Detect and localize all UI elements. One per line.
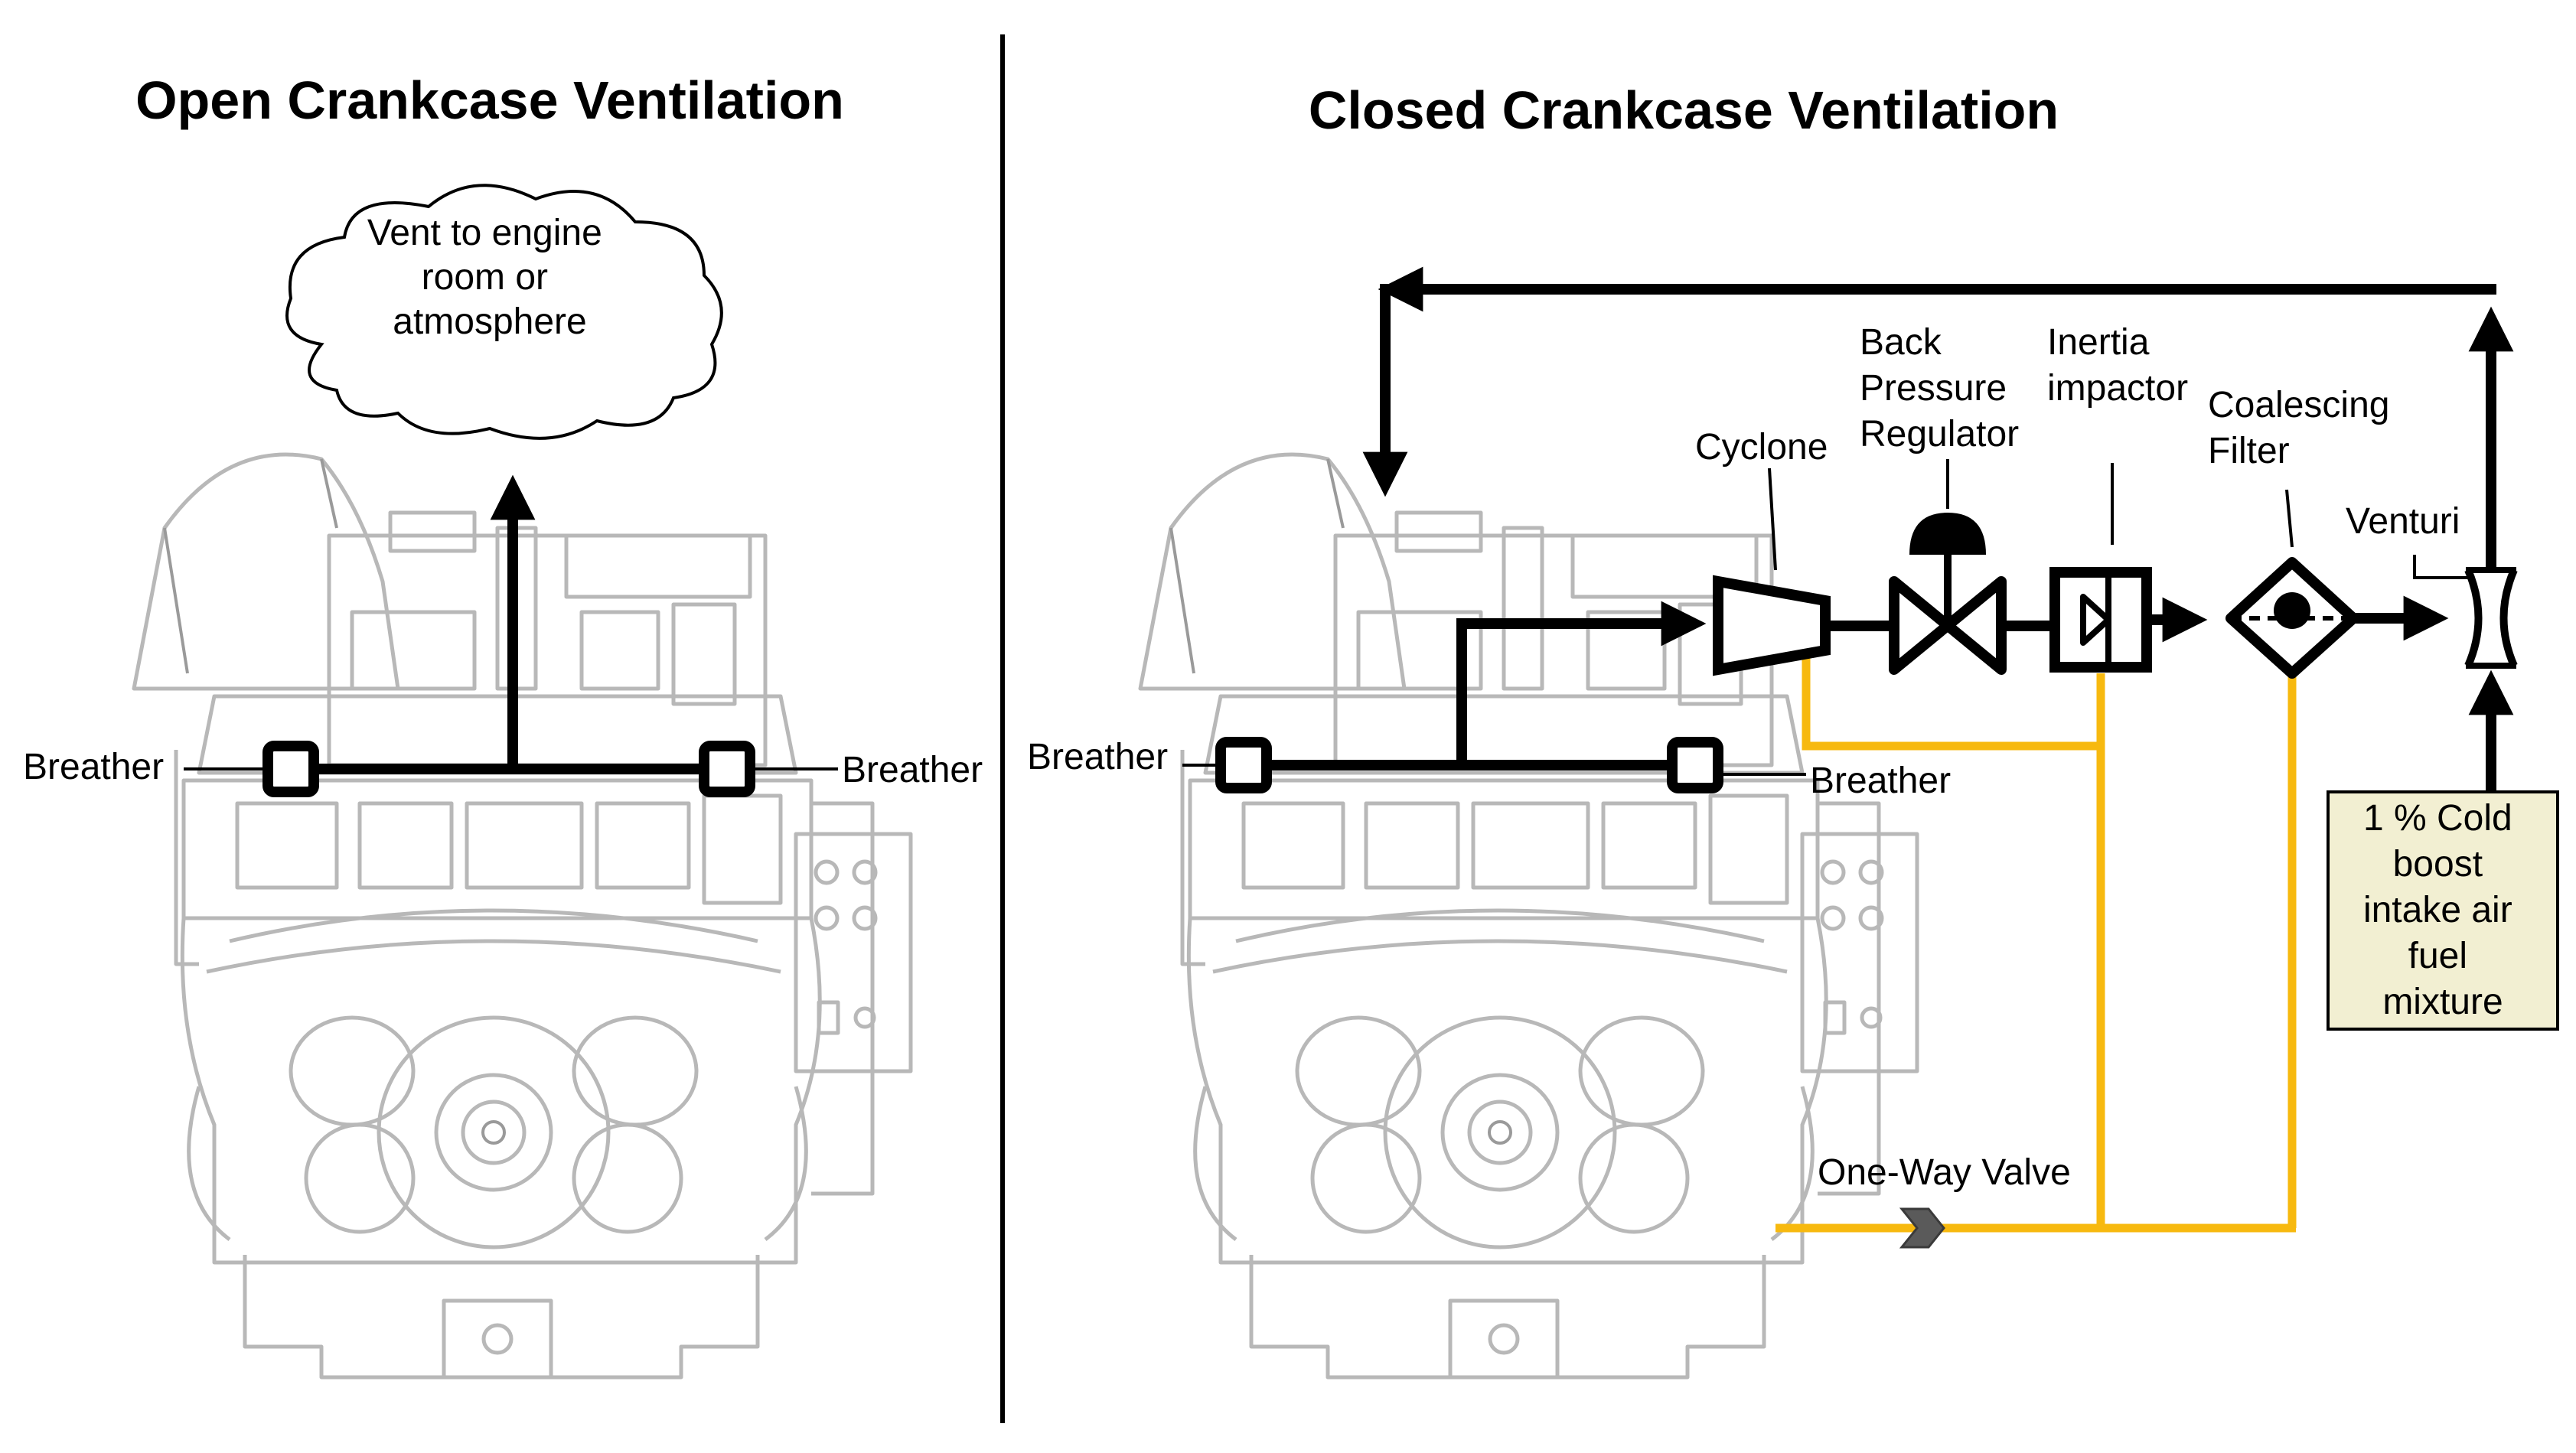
boost-line-5: mixture bbox=[2382, 982, 2503, 1022]
closed-breather-right-icon bbox=[1667, 737, 1723, 793]
cloud-line-2: room or bbox=[422, 257, 548, 298]
filter-leader bbox=[2285, 489, 2294, 548]
cloud-text: Vent to engine room or atmosphere bbox=[367, 213, 612, 342]
cyclone-icon bbox=[1713, 575, 1831, 676]
coalescing-filter-icon bbox=[2225, 557, 2359, 679]
boost-line-1: 1 % Cold bbox=[2363, 798, 2512, 839]
impactor-label-line-1: Inertia bbox=[2047, 322, 2150, 363]
one-way-valve-label: One-Way Valve bbox=[1818, 1152, 2071, 1193]
open-ventilation-panel: Open Crankcase Ventilation Vent to engin… bbox=[23, 70, 983, 1377]
regulator-label-line-3: Regulator bbox=[1860, 414, 2019, 454]
filter-label-line-1: Coalescing bbox=[2208, 385, 2389, 425]
cloud-line-3: atmosphere bbox=[393, 301, 586, 342]
back-pressure-regulator-icon bbox=[1889, 513, 2007, 675]
closed-breather-right-label: Breather bbox=[1810, 761, 1951, 801]
closed-breather-left-label: Breather bbox=[1027, 737, 1168, 777]
boost-mixture-box bbox=[2327, 790, 2559, 1031]
venturi-leader bbox=[2413, 555, 2472, 579]
cyclone-leader bbox=[1768, 468, 1777, 571]
boost-line-4: fuel bbox=[2408, 936, 2467, 976]
one-way-valve-icon bbox=[1899, 1207, 1945, 1249]
flow-to-cyclone-arrow bbox=[1456, 601, 1707, 770]
breather-left-label: Breather bbox=[23, 747, 164, 787]
impactor-label: Inertia impactor bbox=[2047, 322, 2188, 409]
boost-mixture-text: 1 % Cold boost intake air fuel mixture bbox=[2363, 798, 2522, 1022]
open-ventilation-title: Open Crankcase Ventilation bbox=[135, 70, 844, 130]
breather-right-label: Breather bbox=[842, 750, 983, 790]
closed-breather-left-icon bbox=[1215, 737, 1272, 793]
boost-line-2: boost bbox=[2393, 844, 2483, 885]
breather-left-icon bbox=[262, 741, 319, 797]
breather-right-icon bbox=[699, 741, 755, 797]
drain-lines bbox=[1775, 658, 2297, 1233]
inertia-impactor-icon bbox=[2049, 567, 2152, 673]
regulator-label-line-2: Pressure bbox=[1860, 368, 2007, 409]
cyclone-label: Cyclone bbox=[1695, 427, 1828, 468]
venturi-icon bbox=[2464, 567, 2518, 669]
impactor-label-line-2: impactor bbox=[2047, 368, 2188, 409]
regulator-label-line-1: Back bbox=[1860, 322, 1942, 363]
boost-line-3: intake air bbox=[2363, 890, 2512, 930]
filter-label-line-2: Filter bbox=[2208, 431, 2290, 471]
closed-ventilation-title: Closed Crankcase Ventilation bbox=[1309, 80, 2059, 140]
closed-ventilation-panel: Closed Crankcase Ventilation One-Way Val… bbox=[1027, 80, 2559, 1377]
regulator-label: Back Pressure Regulator bbox=[1860, 322, 2019, 454]
filter-label: Coalescing Filter bbox=[2208, 385, 2400, 471]
venturi-label: Venturi bbox=[2346, 501, 2460, 542]
cloud-line-1: Vent to engine bbox=[367, 213, 602, 253]
vent-cloud-shape bbox=[285, 184, 723, 440]
engine-drawing-open bbox=[134, 454, 911, 1377]
